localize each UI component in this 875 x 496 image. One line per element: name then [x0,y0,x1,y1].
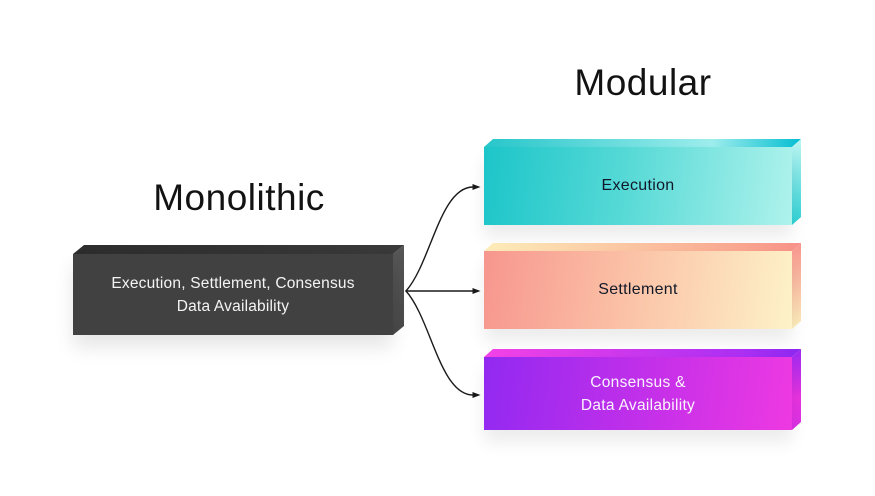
consensus-box-label-line2: Data Availability [580,396,696,414]
execution-box-top-face [484,139,801,147]
consensus-box-side-face [792,349,801,430]
settlement-box: Settlement [484,243,801,329]
execution-box-front-face: Execution [484,147,792,225]
consensus-box-label-line1: Consensus & [590,373,686,391]
modular-title: Modular [574,62,712,103]
monolithic-box: Execution, Settlement, Consensus Data Av… [73,245,404,335]
consensus-box: Consensus & Data Availability [484,349,801,430]
settlement-box-side-face [792,243,801,329]
monolithic-box-side-face [393,245,404,335]
arrow-to-execution [405,184,481,292]
monolithic-box-top-face [73,245,404,254]
monolithic-box-label-line1: Execution, Settlement, Consensus [111,274,355,292]
execution-box: Execution [484,139,801,225]
consensus-box-front-face: Consensus & Data Availability [484,357,792,430]
settlement-box-front-face: Settlement [484,251,792,329]
monolithic-box-front-face: Execution, Settlement, Consensus Data Av… [73,254,393,335]
settlement-box-label: Settlement [598,281,678,298]
settlement-box-top-face [484,243,801,251]
monolithic-box-label-line2: Data Availability [176,297,290,315]
arrow-to-consensus [405,290,481,398]
consensus-box-top-face [484,349,801,357]
monolithic-title: Monolithic [153,177,325,218]
execution-box-label: Execution [601,177,675,194]
execution-box-side-face [792,139,801,225]
